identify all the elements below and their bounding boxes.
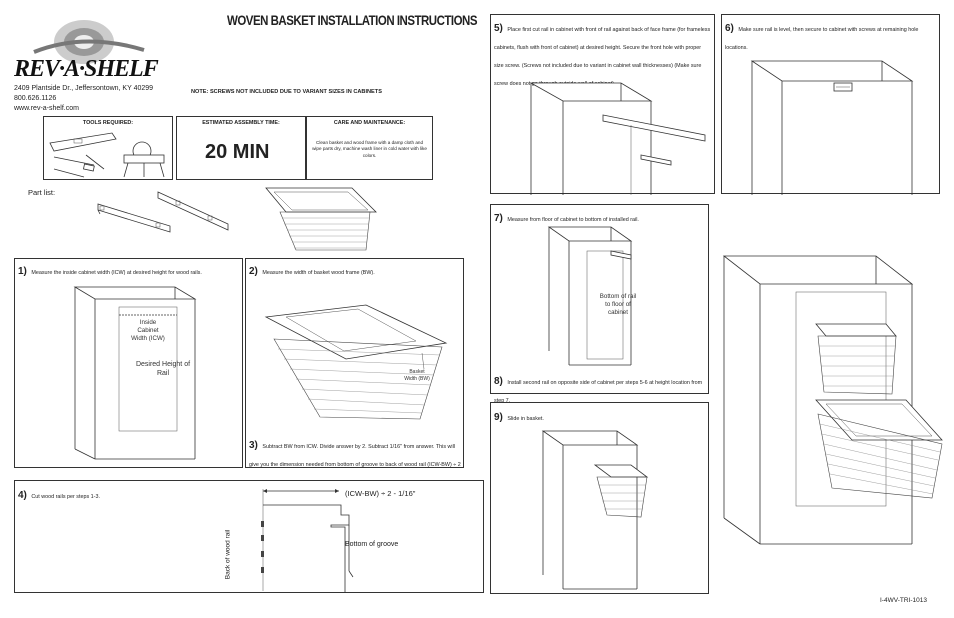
basket-width-diagram <box>264 304 448 420</box>
document-code: I-4WV-TRI-1013 <box>880 597 927 604</box>
step-number: 9) <box>494 412 503 423</box>
step-6-panel: 6) Make sure rail is level, then secure … <box>721 14 940 195</box>
logo-swirl-icon <box>33 20 145 64</box>
lower-basket-icon <box>815 399 943 499</box>
step-2-3-panel: 2) Measure the width of basket wood fram… <box>245 258 464 486</box>
step-instruction: Cut wood rails per steps 1-3. <box>31 494 100 500</box>
parts-list-label: Part list: <box>28 188 56 197</box>
step-number: 5) <box>494 23 503 34</box>
step-instruction: Install second rail on opposite side of … <box>494 380 703 404</box>
logo-wordmark: REV·A·SHELF <box>14 56 159 82</box>
step-instruction: Make sure rail is level, then secure to … <box>725 27 919 51</box>
step-number: 1) <box>18 266 27 277</box>
care-text: Clean basket and wood frame with a damp … <box>312 140 427 158</box>
step-number: 2) <box>249 266 258 277</box>
phone-number: 800.626.1126 <box>14 94 57 102</box>
wood-rail-part-2-icon <box>157 191 229 231</box>
woven-basket-part-icon <box>265 187 377 251</box>
step-instruction: Measure the inside cabinet width (ICW) a… <box>31 270 202 276</box>
step-4-panel: 4) Cut wood rails per steps 1-3. (ICW-BW… <box>14 480 484 593</box>
tools-label: TOOLS REQUIRED: <box>82 120 134 126</box>
final-assembly-diagram <box>722 255 943 545</box>
step-number: 7) <box>494 213 503 224</box>
assembly-time-box: ESTIMATED ASSEMBLY TIME: 20 MIN <box>176 116 306 180</box>
wood-rail-part-1-icon <box>97 203 171 233</box>
secure-rail-diagram <box>750 60 914 195</box>
time-label: ESTIMATED ASSEMBLY TIME: <box>202 120 280 126</box>
step-1-panel: 1) Measure the inside cabinet width (ICW… <box>14 258 243 468</box>
cabinet-measure-diagram <box>73 286 197 460</box>
slide-basket-diagram <box>541 430 649 590</box>
dimension-label: (ICW-BW) ÷ 2 - 1/16" <box>345 489 416 498</box>
first-rail-diagram <box>529 82 706 195</box>
care-box: CARE AND MAINTENANCE: Clean basket and w… <box>306 116 433 180</box>
step-number: 3) <box>249 440 258 451</box>
screws-note: NOTE: SCREWS NOT INCLUDED DUE TO VARIANT… <box>191 89 382 95</box>
bw-label: Basket Width (BW) <box>404 369 430 382</box>
time-value: 20 MIN <box>205 141 270 163</box>
website-link[interactable]: www.rev-a-shelf.com <box>14 104 79 112</box>
brand-logo: REV·A·SHELF <box>14 12 164 82</box>
icw-label: Inside Cabinet Width (ICW) <box>131 319 165 343</box>
rail-cut-diagram <box>261 489 354 593</box>
rail-to-floor-label: Bottom of rail to floor of cabinet <box>599 293 637 317</box>
step-number: 8) <box>494 376 503 387</box>
page-title: WOVEN BASKET INSTALLATION INSTRUCTIONS <box>227 12 478 28</box>
back-of-rail-label: Back of wood rail <box>224 529 232 580</box>
step-number: 4) <box>18 490 27 501</box>
rail-height-label: Desired Height of Rail <box>135 361 191 378</box>
step-9-panel: 9) Slide in basket. <box>490 402 709 594</box>
address-line: 2409 Plantside Dr., Jeffersontown, KY 40… <box>14 85 154 92</box>
measure-height-diagram <box>547 226 633 366</box>
step-instruction: Measure from floor of cabinet to bottom … <box>507 217 639 223</box>
step-instruction: Slide in basket. <box>507 416 544 422</box>
company-address: 2409 Plantside Dr., Jeffersontown, KY 40… <box>14 84 153 113</box>
step-7-8-panel: 7) Measure from floor of cabinet to bott… <box>490 204 709 404</box>
step-number: 6) <box>725 23 734 34</box>
groove-label: Bottom of groove <box>345 541 399 548</box>
parts-illustration <box>97 187 377 251</box>
tools-illustration-icon <box>49 132 165 178</box>
step-instruction: Measure the width of basket wood frame (… <box>262 270 375 276</box>
tools-box: TOOLS REQUIRED: <box>43 116 173 180</box>
upper-basket-icon <box>815 323 897 395</box>
care-label: CARE AND MAINTENANCE: <box>333 120 406 126</box>
step-5-panel: 5) Place first cut rail in cabinet with … <box>490 14 715 195</box>
